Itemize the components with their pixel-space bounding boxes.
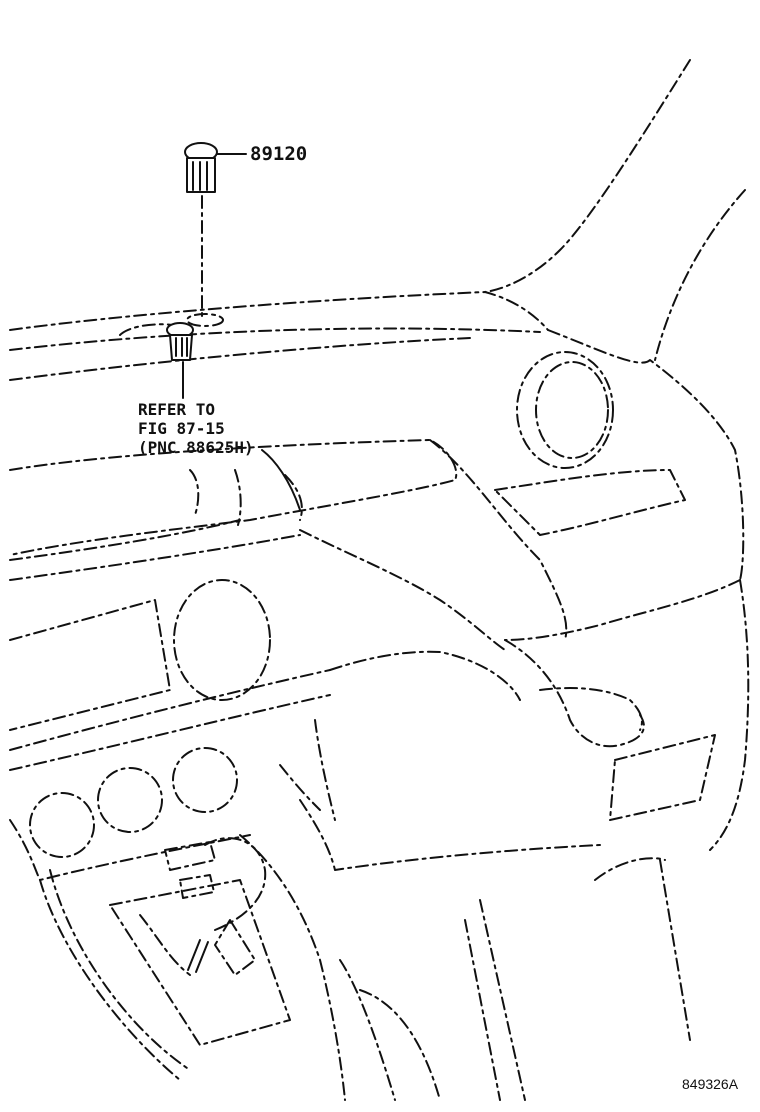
dashboard-top (9, 291, 745, 641)
refer-leader-line (261, 449, 301, 511)
right-air-vent (494, 351, 686, 536)
refer-note-line-2: FIG 87-15 (138, 419, 225, 438)
lower-dashboard (279, 719, 601, 1101)
instrument-hood (9, 439, 568, 651)
shifter-console (9, 819, 346, 1101)
installed-plug (166, 322, 194, 399)
refer-note-line-1: REFER TO (138, 400, 216, 419)
steering-column (504, 579, 750, 1041)
part-number-label: 89120 (250, 143, 308, 165)
sensor-part-89120 (184, 142, 247, 319)
center-console (9, 579, 521, 858)
refer-note-line-3: (PNC 88625H) (138, 438, 254, 457)
windshield-pillar (484, 59, 746, 361)
illustration-id: 849326A (682, 1076, 739, 1092)
